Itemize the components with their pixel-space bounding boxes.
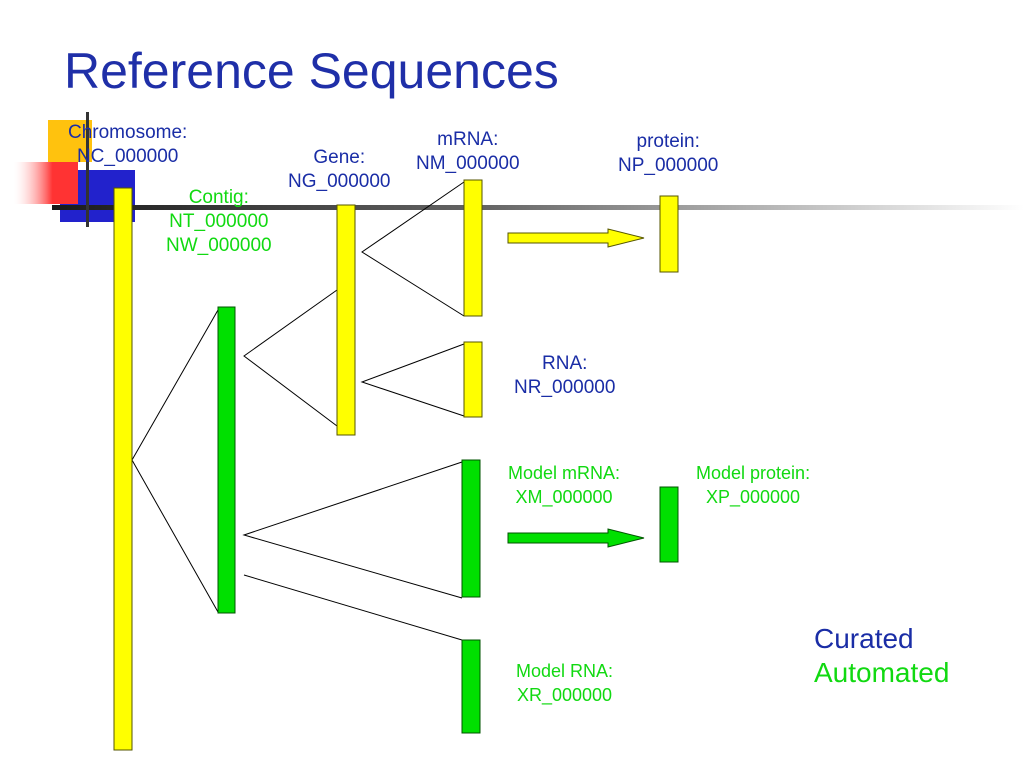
protein-label-name: protein: (636, 131, 700, 152)
chromosome-label-name: Chromosome: (68, 122, 188, 143)
model-protein-label-name: Model protein: (696, 463, 811, 483)
model-protein-bar (659, 486, 679, 563)
mrna-bar (463, 179, 483, 317)
model-rna-bar (461, 639, 481, 734)
model-rna-label: Model RNA: XR_000000 (516, 659, 613, 707)
connector-gene-mrna (361, 181, 465, 317)
contig-bar (217, 306, 236, 614)
rna-label-name: RNA: (542, 353, 588, 374)
connector-contig-model-mrna (242, 461, 463, 599)
gene-bar (336, 204, 356, 436)
title-rule-tick (86, 112, 89, 227)
mrna-label-name: mRNA: (437, 129, 499, 150)
mrna-label: mRNA: NM_000000 (416, 128, 520, 176)
model-mrna-label-name: Model mRNA: (508, 463, 621, 483)
connector-gene-rna (360, 343, 465, 417)
chromosome-bar (113, 187, 133, 751)
model-rna-label-name: Model RNA: (516, 661, 614, 681)
model-mrna-bar (461, 459, 481, 598)
rna-bar (463, 341, 483, 418)
protein-bar (659, 195, 679, 273)
legend: Curated Automated (814, 622, 949, 690)
gene-label: Gene: NG_000000 (288, 146, 390, 194)
arrow-model-mrna-to-model-protein (507, 528, 645, 548)
gene-label-accession: NG_000000 (288, 171, 391, 192)
model-rna-label-accession: XR_000000 (516, 685, 613, 705)
decor-orange-square (48, 120, 92, 162)
connector-chromosome-contig (131, 309, 219, 613)
chromosome-label-accession: NC_000000 (76, 146, 179, 167)
chromosome-label: Chromosome: NC_000000 (68, 121, 187, 169)
legend-automated: Automated (814, 657, 950, 688)
protein-label: protein: NP_000000 (618, 130, 718, 178)
contig-label-name: Contig: (188, 187, 249, 208)
slide-title: Reference Sequences (64, 43, 559, 99)
rna-label-accession: NR_000000 (514, 377, 616, 398)
contig-label-accession-nw: NW_000000 (166, 235, 272, 256)
mrna-label-accession: NM_000000 (416, 153, 520, 174)
gene-label-name: Gene: (313, 147, 366, 168)
title-rule (52, 205, 1024, 210)
rna-label: RNA: NR_000000 (514, 352, 615, 400)
contig-label-accession-nt: NT_000000 (169, 211, 269, 232)
decor-red-square (14, 162, 78, 204)
model-mrna-label-accession: XM_000000 (515, 487, 613, 507)
model-protein-label: Model protein: XP_000000 (696, 461, 810, 509)
protein-label-accession: NP_000000 (618, 155, 719, 176)
contig-label: Contig: NT_000000 NW_000000 (166, 186, 272, 258)
legend-curated: Curated (814, 623, 914, 654)
model-mrna-label: Model mRNA: XM_000000 (508, 461, 620, 509)
arrow-mrna-to-protein (507, 228, 645, 248)
model-protein-label-accession: XP_000000 (705, 487, 801, 507)
connector-contig-gene (243, 289, 338, 427)
connector-contig-model-rna (243, 574, 463, 641)
